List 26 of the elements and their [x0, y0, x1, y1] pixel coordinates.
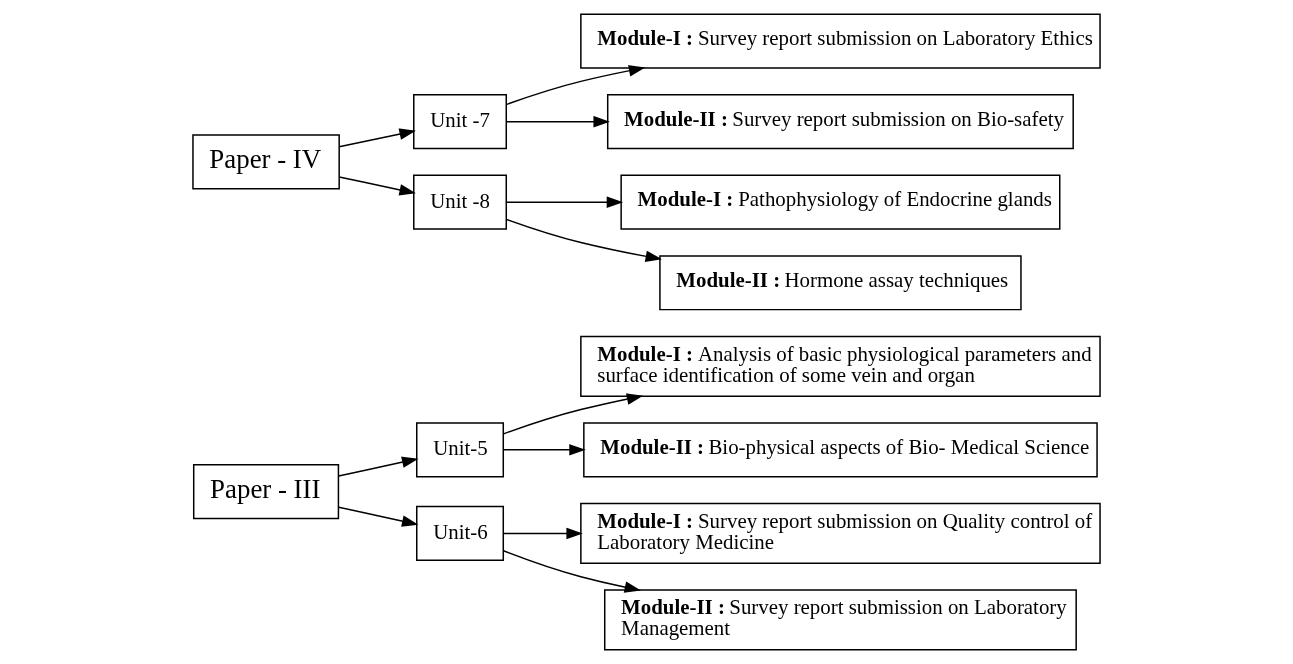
arrow	[505, 218, 662, 262]
node-box: Module-II : Bio-physical aspects of Bio- Medical Science	[583, 422, 1098, 478]
arrow	[502, 549, 641, 593]
node-box: Unit-6	[416, 505, 505, 561]
node-box: Module-I : Pathophysiology of Endocrine glands	[620, 174, 1061, 230]
arrow	[505, 196, 624, 208]
arrow	[337, 456, 419, 477]
node-box: Unit -7	[413, 94, 507, 150]
arrow	[502, 393, 644, 435]
node-box: Module-I : Survey report submission on Quality control of Laboratory Medicine	[580, 502, 1101, 564]
node-box: Module-II : Survey report submission on Laboratory Management	[604, 589, 1077, 651]
arrow	[337, 506, 419, 527]
node-box: Module-II : Hormone assay techniques	[659, 255, 1022, 311]
arrow	[505, 65, 646, 106]
node-box: Unit -8	[413, 174, 507, 230]
node-box: Paper - IV	[192, 134, 340, 190]
arrow	[502, 527, 583, 540]
arrow	[505, 115, 610, 128]
arrow	[338, 176, 416, 196]
node-box: Unit-5	[416, 422, 505, 478]
arrow	[502, 444, 586, 456]
node-box: Module-I : Analysis of basic physiological parameters and surface identification of some vein and organ	[580, 335, 1101, 397]
arrow	[338, 128, 416, 148]
node-box: Module-I : Survey report submission on Laboratory Ethics	[580, 13, 1101, 69]
node-box: Paper - III	[192, 464, 340, 520]
node-box: Module-II : Survey report submission on Bio-safety	[606, 94, 1074, 150]
